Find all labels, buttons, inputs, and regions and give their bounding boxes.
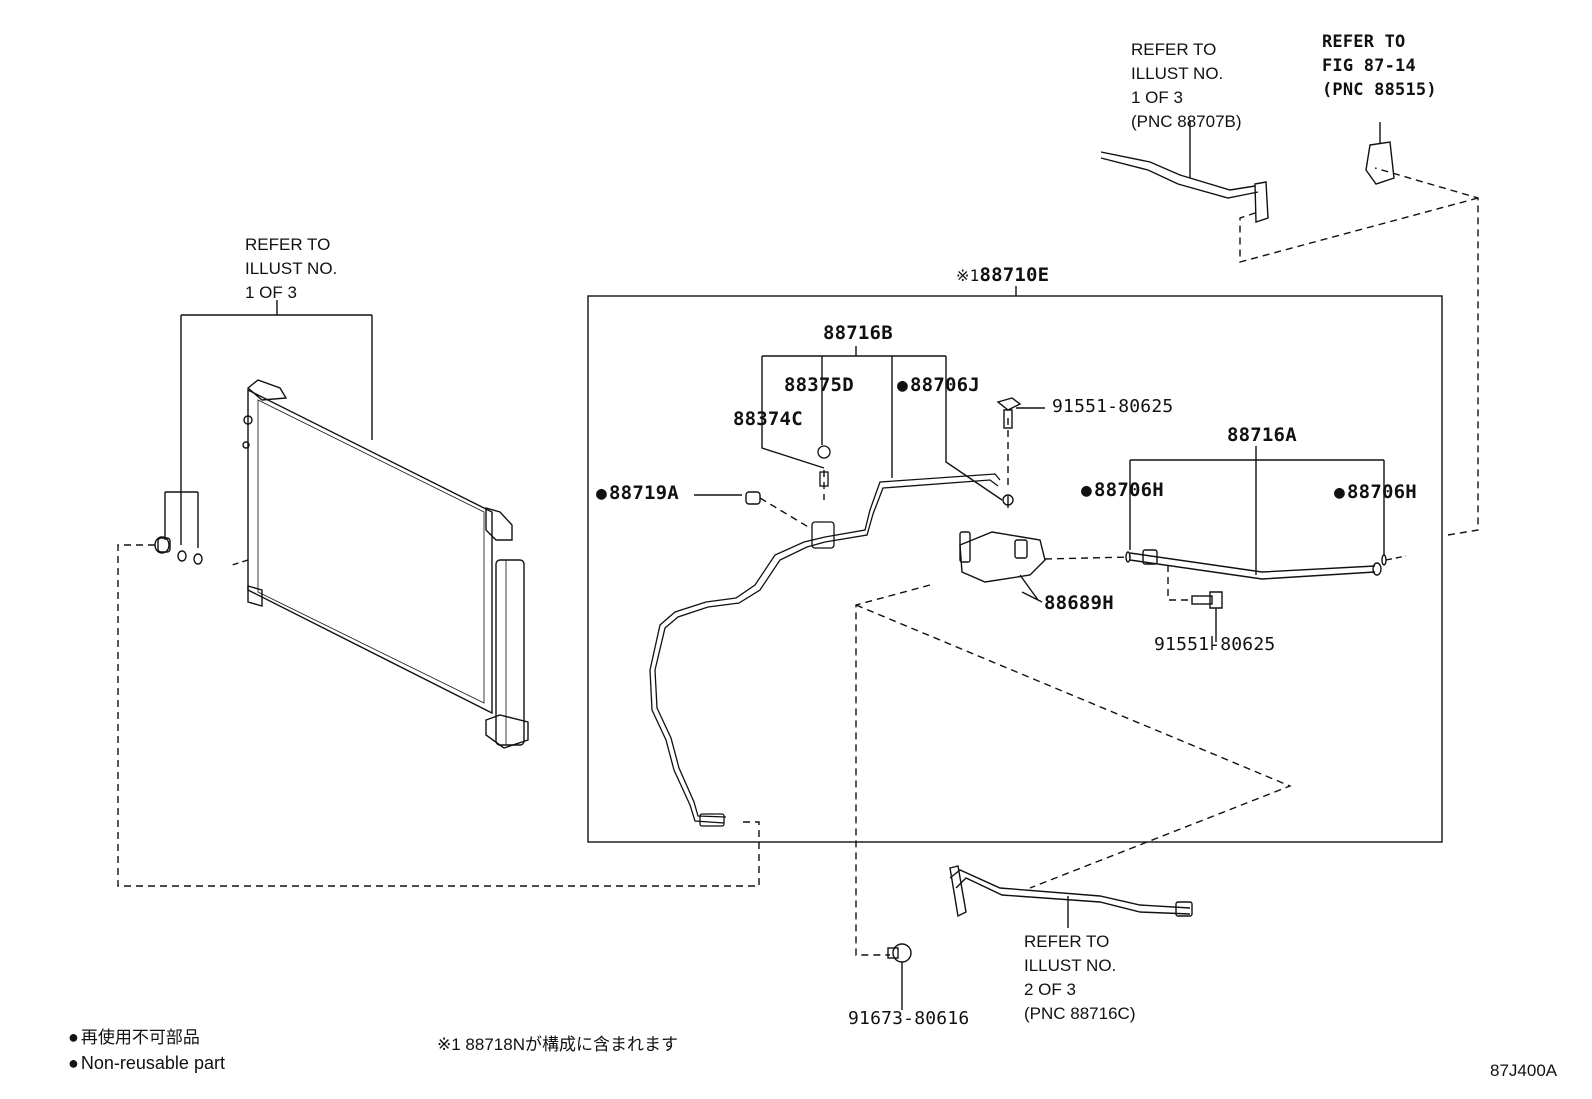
label-88706H-right: 88706H: [1334, 483, 1417, 502]
leader-88689H: [1021, 591, 1043, 603]
pressure-switch-88515: [1365, 122, 1395, 185]
hose-88707B: [1100, 120, 1269, 223]
dashed-connections: [117, 167, 1479, 956]
assembly-part-no: 88710E: [979, 264, 1050, 286]
label-88706J: 88706J: [897, 376, 980, 395]
assembly-label: ※188710E: [956, 266, 1049, 285]
condenser-ref-bracket: [164, 300, 373, 548]
label-88375D: 88375D: [784, 374, 854, 396]
bolt-91551-top: [996, 397, 1045, 429]
hose-top-ref-note: REFER TO ILLUST NO. 1 OF 3 (PNC 88707B): [1131, 40, 1242, 131]
label-88374C: 88374C: [733, 408, 803, 430]
fig-ref-note: REFER TO FIG 87-14 (PNC 88515): [1322, 32, 1437, 100]
assembly-box: [587, 295, 1443, 843]
bolt-91551-bottom: [1191, 591, 1223, 642]
legend-jp: 再使用不可部品: [68, 1028, 200, 1046]
label-91551-top: 91551-80625: [1052, 396, 1174, 417]
label-91551-bottom: 91551-80625: [1154, 634, 1276, 655]
label-88716B: 88716B: [823, 322, 893, 344]
suction-tube-88716A: [1125, 446, 1407, 580]
label-91673: 91673-80616: [848, 1008, 970, 1029]
label-88689H: 88689H: [1044, 592, 1114, 614]
pipe-88716C: [949, 865, 1193, 928]
condenser-orings: [154, 536, 203, 565]
legend-en: Non-reusable part: [68, 1054, 225, 1072]
plug-88719A: [694, 491, 761, 505]
label-88716A: 88716A: [1227, 424, 1297, 446]
liquid-tube: [649, 445, 1001, 827]
receiver-block: [959, 494, 1046, 601]
pipe-bottom-ref-note: REFER TO ILLUST NO. 2 OF 3 (PNC 88716C): [1024, 932, 1136, 1023]
label-88706H-left: 88706H: [1081, 481, 1164, 500]
diagram-code: 87J400A: [1490, 1061, 1558, 1080]
label-88719A: 88719A: [596, 484, 679, 503]
condenser-ref-note: REFER TO ILLUST NO. 1 OF 3: [245, 235, 338, 302]
legend-note: ※1 88718Nが構成に含まれます: [437, 1035, 678, 1054]
assembly-marker: ※1: [956, 266, 980, 285]
condenser: [231, 379, 529, 749]
bolt-91673: [887, 943, 912, 1010]
